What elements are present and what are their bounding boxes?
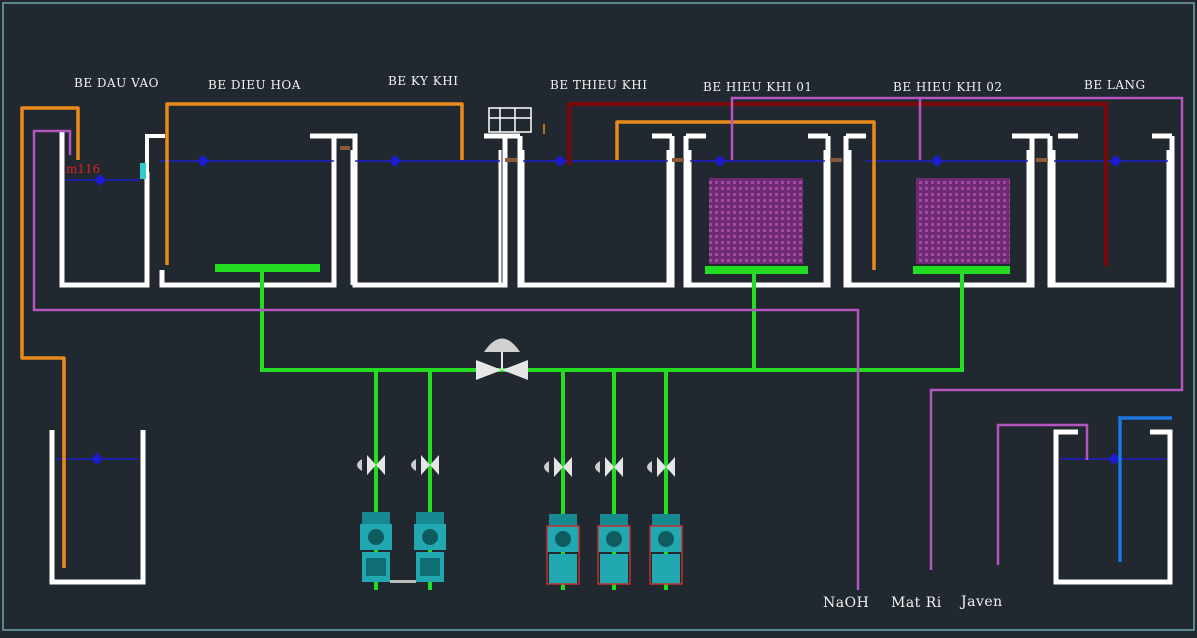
tank-be-dau-vao — [59, 132, 150, 288]
tank-be-ky-khi — [334, 133, 520, 288]
media-block-01 — [709, 178, 803, 264]
water-levels — [56, 154, 1168, 466]
main-air-valve[interactable] — [476, 338, 528, 381]
tank-clean-water — [1053, 429, 1173, 585]
label-mat-ri: Mat Ri — [891, 595, 942, 611]
pipe-connectors — [340, 146, 1048, 162]
distribution-box — [488, 107, 545, 134]
tank-be-thieu-khi — [517, 136, 675, 288]
tank-be-lang — [1047, 136, 1175, 288]
tank-walls — [49, 132, 1175, 585]
label-be-thieu-khi: BE THIEU KHI — [550, 78, 647, 92]
return-line — [567, 102, 1108, 266]
label-be-ky-khi: BE KY KHI — [388, 74, 458, 88]
tank-be-hieu-khi-02 — [843, 136, 1035, 288]
tank-collection — [49, 430, 146, 585]
label-be-hieu-khi-01: BE HIEU KHI 01 — [703, 80, 813, 94]
tank-be-hieu-khi-01 — [683, 136, 831, 288]
tank-be-dieu-hoa — [159, 133, 337, 288]
media-block-02 — [916, 178, 1010, 264]
label-be-dau-vao: BE DAU VAO — [74, 76, 159, 90]
label-javen: Javen — [959, 594, 1003, 610]
label-be-lang: BE LANG — [1084, 78, 1146, 92]
sludge-lines — [20, 102, 876, 568]
label-be-dieu-hoa: BE DIEU HOA — [208, 78, 301, 92]
label-naoh: NaOH — [823, 595, 869, 611]
level-sensor — [140, 163, 146, 179]
blower-valves[interactable] — [357, 455, 675, 477]
level-tag: m116 — [66, 162, 100, 176]
treated-water-line — [1118, 416, 1172, 562]
blowers[interactable] — [360, 512, 683, 585]
label-be-hieu-khi-02: BE HIEU KHI 02 — [893, 80, 1003, 94]
chemical-lines — [32, 96, 1184, 590]
